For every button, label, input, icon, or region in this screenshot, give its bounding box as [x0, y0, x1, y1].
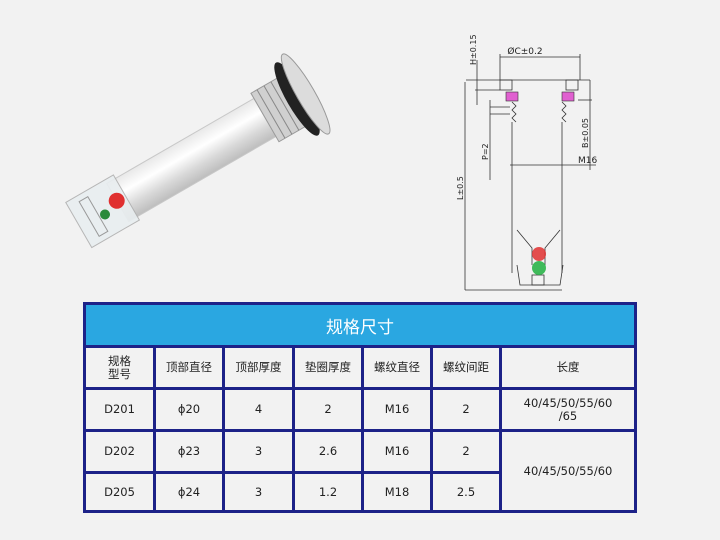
length-line1: 40/45/50/55/60: [523, 395, 613, 410]
divider: [222, 348, 225, 510]
header-gasket-thickness: 垫圈厚度: [305, 360, 351, 374]
cell-top-diameter: ϕ23: [177, 444, 201, 458]
cell-gasket-thickness: 1.2: [318, 484, 338, 499]
dim-p-label: P=2: [481, 143, 490, 160]
cell-model: D201: [104, 402, 135, 416]
cell-top-diameter: ϕ20: [177, 402, 201, 416]
dim-l-label: L±0.5: [456, 176, 465, 200]
cell-length-d201: 40/45/50/55/60 /65: [502, 390, 634, 429]
header-top-thickness: 顶部厚度: [235, 360, 282, 374]
cell-top-thickness: 3: [254, 444, 263, 458]
dim-c-label: ØC±0.2: [507, 46, 542, 57]
divider: [292, 348, 295, 510]
header-model-line1: 规格: [108, 353, 131, 368]
header-thread-pitch: 螺纹间距: [443, 360, 489, 374]
divider: [499, 348, 502, 510]
cell-gasket-thickness: 2: [324, 402, 332, 416]
cell-model: D202: [104, 444, 135, 458]
dim-m-label: M16: [578, 156, 597, 166]
divider: [361, 348, 364, 510]
table-title: 规格尺寸: [86, 305, 634, 348]
cell-thread-pitch: 2: [462, 444, 470, 458]
header-model-line2: 型号: [108, 366, 131, 381]
cell-thread-pitch: 2.5: [456, 484, 476, 499]
cell-model: D205: [104, 484, 135, 499]
cell-gasket-thickness: 2.6: [318, 444, 338, 458]
cell-length-d202-d205: 40/45/50/55/60: [523, 463, 613, 478]
header-top-diameter: 顶部直径: [166, 360, 212, 374]
cell-top-thickness: 3: [254, 484, 263, 499]
divider: [86, 387, 634, 390]
divider: [430, 348, 433, 510]
dim-b-label: B±0.05: [581, 118, 590, 148]
dim-h-label: H±0.15: [469, 34, 478, 65]
length-line2: /65: [558, 408, 578, 423]
cell-thread-pitch: 2: [462, 402, 470, 416]
cell-top-thickness: 4: [254, 402, 263, 416]
divider: [153, 348, 156, 510]
divider: [86, 429, 634, 432]
cell-top-diameter: ϕ24: [177, 484, 201, 499]
header-thread-diameter: 螺纹直径: [374, 360, 420, 374]
cell-thread-diameter: M16: [384, 444, 410, 458]
header-length: 长度: [556, 360, 580, 374]
product-image: [40, 40, 360, 270]
cell-thread-diameter: M18: [384, 484, 410, 499]
header-model: 规格 型号: [86, 348, 153, 387]
cell-thread-diameter: M16: [384, 402, 410, 416]
spec-table: 规格尺寸 规格 型号 顶部直径 顶部厚度 垫圈厚度 螺纹直径 螺纹间距 长度 D…: [83, 302, 637, 513]
dimension-drawing: ØC±0.2 H±0.15 B±0.05 P=2 M16 L±0.5: [450, 20, 610, 300]
